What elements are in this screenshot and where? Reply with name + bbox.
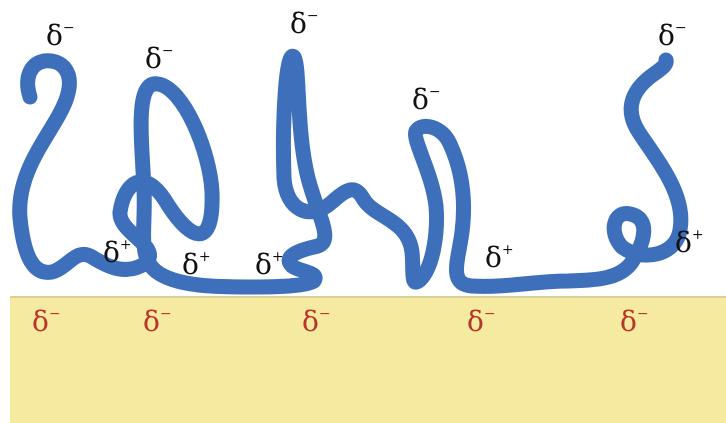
substrate-label-5: δ− xyxy=(620,305,649,338)
chain-label-2-sign: − xyxy=(162,43,174,59)
chain-label-5-symbol: δ xyxy=(658,19,675,52)
chain-label-6: δ+ xyxy=(103,236,132,269)
chain-label-6-symbol: δ xyxy=(103,236,120,269)
chain-label-7-symbol: δ xyxy=(182,248,199,281)
chain-label-2: δ− xyxy=(145,42,174,75)
substrate-label-4-sign: − xyxy=(484,306,496,322)
chain-label-6-sign: + xyxy=(120,237,132,253)
chain-label-8: δ+ xyxy=(255,248,284,281)
chain-label-7-sign: + xyxy=(199,249,211,265)
substrate-label-2-sign: − xyxy=(160,306,172,322)
chain-label-8-symbol: δ xyxy=(255,248,272,281)
chain-label-1-sign: − xyxy=(63,20,75,36)
chain-label-5: δ− xyxy=(658,19,687,52)
substrate-label-3-sign: − xyxy=(319,306,331,322)
chain-label-9-symbol: δ xyxy=(485,241,502,274)
substrate-label-5-symbol: δ xyxy=(620,305,637,338)
substrate-label-4: δ− xyxy=(467,305,496,338)
substrate-label-3: δ− xyxy=(302,305,331,338)
chain-label-8-sign: + xyxy=(272,249,284,265)
chain-label-5-sign: − xyxy=(675,20,687,36)
substrate-label-1-sign: − xyxy=(49,306,61,322)
substrate-block xyxy=(10,297,726,423)
chain-label-10-symbol: δ xyxy=(675,226,692,259)
chain-label-3-symbol: δ xyxy=(290,7,307,40)
chain-label-4: δ− xyxy=(412,83,441,116)
chain-label-2-symbol: δ xyxy=(145,42,162,75)
chain-label-10: δ+ xyxy=(675,226,704,259)
polymer-chain xyxy=(12,48,689,295)
substrate-label-2-symbol: δ xyxy=(143,305,160,338)
chain-label-10-sign: + xyxy=(692,227,704,243)
chain-label-1: δ− xyxy=(46,19,75,52)
chain-label-1-symbol: δ xyxy=(46,19,63,52)
substrate-label-1-symbol: δ xyxy=(32,305,49,338)
chain-label-3: δ− xyxy=(290,7,319,40)
chain-label-9: δ+ xyxy=(485,241,514,274)
substrate-label-2: δ− xyxy=(143,305,172,338)
chain-label-7: δ+ xyxy=(182,248,211,281)
substrate-label-3-symbol: δ xyxy=(302,305,319,338)
chain-label-3-sign: − xyxy=(307,8,319,24)
substrate-label-1: δ− xyxy=(32,305,61,338)
substrate-label-5-sign: − xyxy=(637,306,649,322)
chain-label-4-symbol: δ xyxy=(412,83,429,116)
substrate-label-4-symbol: δ xyxy=(467,305,484,338)
chain-label-4-sign: − xyxy=(429,84,441,100)
chain-label-9-sign: + xyxy=(502,242,514,258)
